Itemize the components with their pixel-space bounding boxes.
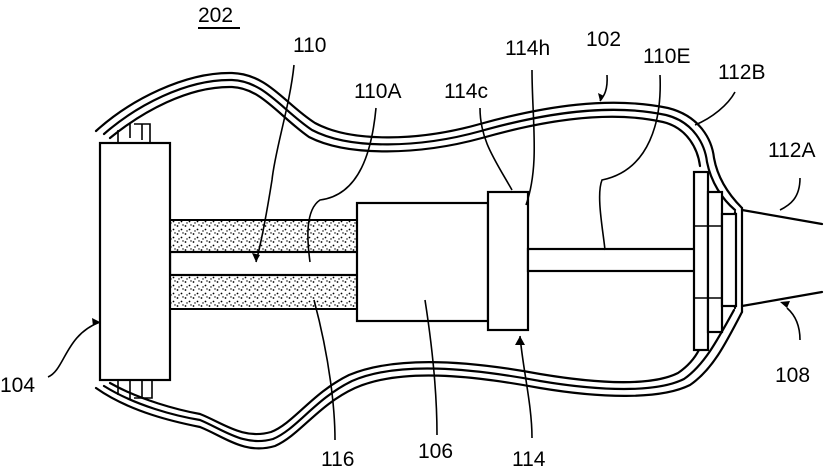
label-112A: 112A xyxy=(768,139,816,162)
label-112B: 112B xyxy=(718,61,766,84)
label-110A: 110A xyxy=(354,80,402,103)
label-114h: 114h xyxy=(505,37,550,60)
nozzle xyxy=(742,210,822,306)
lower-filler xyxy=(170,275,358,309)
figure-title: 202 xyxy=(198,4,233,27)
label-114c: 114c xyxy=(444,80,488,103)
rod xyxy=(170,252,360,275)
label-108: 108 xyxy=(775,364,810,387)
label-104: 104 xyxy=(0,374,35,397)
base-block xyxy=(100,143,170,380)
front-assembly xyxy=(694,172,736,350)
plate-block xyxy=(488,192,528,330)
label-114: 114 xyxy=(512,448,546,470)
label-110: 110 xyxy=(293,34,326,57)
label-116: 116 xyxy=(321,448,354,470)
body-block xyxy=(357,203,488,321)
label-110E: 110E xyxy=(643,45,691,68)
label-106: 106 xyxy=(418,440,453,463)
shaft xyxy=(528,249,718,271)
label-102: 102 xyxy=(586,28,621,51)
